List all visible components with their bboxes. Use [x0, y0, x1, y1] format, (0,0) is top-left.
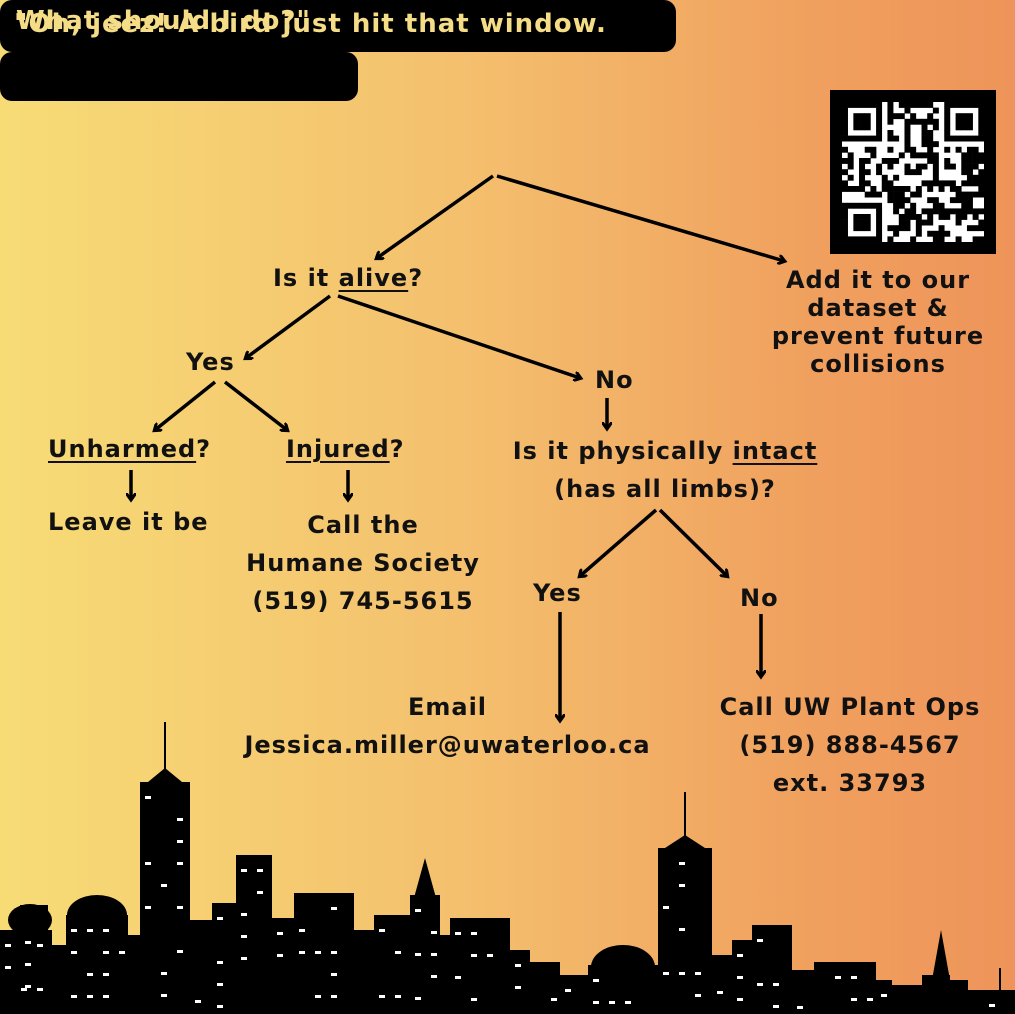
arrow-to-yes-intact: [580, 508, 658, 576]
question-unharmed: Unharmed?: [48, 435, 212, 463]
arrow-to-unharmed: [155, 380, 217, 430]
question-injured: Injured?: [286, 435, 405, 463]
question-intact: Is it physically intact (has all limbs)?: [512, 437, 818, 503]
email-address: Jessica.miller@uwaterloo.ca: [244, 731, 651, 759]
title-line-2: What should I do?": [16, 6, 311, 36]
arrow-to-injured: [223, 380, 287, 430]
plant-ops-node: Call UW Plant Ops (519) 888-4567 ext. 33…: [719, 693, 981, 797]
label-yes-alive: Yes: [186, 348, 235, 376]
qr-code-icon: [830, 90, 996, 254]
arrow-to-alive: [377, 174, 495, 258]
question-alive: Is it alive?: [273, 264, 424, 292]
dataset-node: Add it to our dataset & prevent future c…: [771, 266, 985, 378]
label-no-alive: No: [595, 366, 634, 394]
title-box-top: "Oh, jeez! A bird just hit that window.: [0, 0, 676, 52]
arrow-to-no-intact: [658, 508, 727, 576]
arrow-to-no: [337, 294, 580, 378]
keyword-intact: intact: [732, 437, 818, 465]
label-yes-intact: Yes: [533, 579, 582, 607]
email-node: Email Jessica.miller@uwaterloo.ca: [220, 688, 675, 764]
keyword-alive: alive: [338, 264, 409, 292]
arrow-to-dataset: [496, 174, 784, 261]
label-no-intact: No: [740, 584, 779, 612]
title-line-1: "Oh, jeez! A bird just hit that window.: [14, 9, 607, 39]
leave-it-be: Leave it be: [48, 508, 209, 536]
humane-society-node: Call the Humane Society (519) 745-5615: [246, 511, 480, 615]
title-box-bottom: What should I do?": [0, 6, 358, 101]
arrow-to-yes: [246, 294, 332, 358]
